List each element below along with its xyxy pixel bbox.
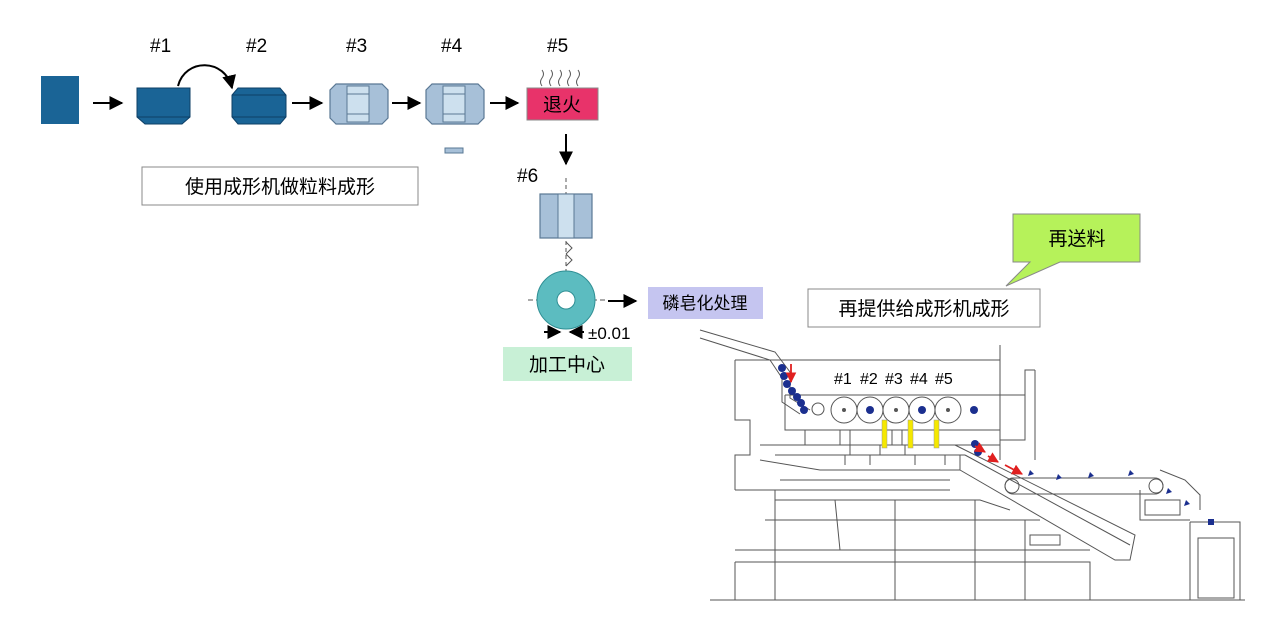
step6-part	[539, 193, 593, 239]
step4-part	[425, 83, 485, 125]
raw-billet	[41, 76, 79, 124]
phosphate-label: 磷皂化处理	[663, 294, 748, 313]
machine-station-label-4: #4	[910, 371, 928, 388]
red-arrow-eject-1	[973, 442, 986, 453]
machine-station-label-2: #2	[860, 371, 878, 388]
machining-center-label: 加工中心	[529, 354, 605, 376]
step-label-5: #5	[547, 36, 568, 57]
finished-ring	[536, 270, 596, 330]
step-label-2: #2	[246, 36, 267, 57]
forming-machine-drawing	[699, 329, 1245, 601]
step-label-3: #3	[346, 36, 367, 57]
reform-label-box	[807, 288, 1041, 328]
forming-label: 使用成形机做粒料成形	[185, 176, 375, 198]
refeed-callout	[1005, 213, 1141, 287]
step-label-4: #4	[441, 36, 463, 57]
machining-center-box	[503, 347, 632, 381]
transfer-arrow	[177, 64, 236, 90]
conveyor-parts	[1028, 470, 1214, 525]
heat-waves-icon	[540, 69, 580, 87]
tolerance-label: ±0.01	[588, 324, 630, 343]
reform-label: 再提供给成形机成形	[838, 298, 1009, 320]
die-stations	[811, 396, 962, 449]
surface-finish-symbol	[565, 241, 573, 267]
anneal-box	[526, 87, 599, 121]
red-arrow-eject-2	[986, 452, 999, 463]
step1-part	[136, 87, 191, 125]
anneal-label: 退火	[543, 94, 581, 116]
phosphate-box	[648, 287, 763, 319]
machine-station-label-5: #5	[935, 371, 953, 388]
step-label-6: #6	[517, 166, 538, 187]
red-arrow-eject-3	[1004, 464, 1023, 475]
forming-label-box	[141, 166, 419, 206]
step-label-1: #1	[150, 36, 171, 57]
pierce-slug	[444, 147, 464, 154]
machine-station-label-1: #1	[834, 371, 852, 388]
step2-part	[231, 87, 287, 125]
refeed-callout-label: 再送料	[1048, 228, 1105, 250]
step3-part	[329, 83, 389, 125]
machine-station-label-3: #3	[885, 371, 903, 388]
